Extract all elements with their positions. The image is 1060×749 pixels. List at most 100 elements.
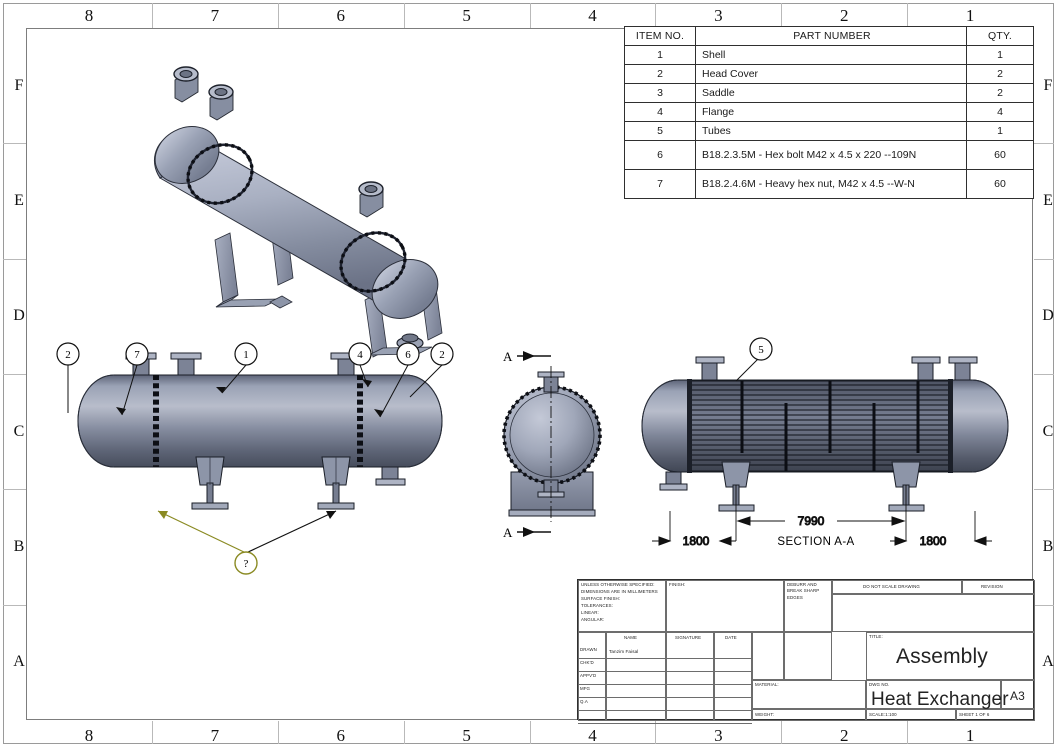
zone-number: 4 [588, 6, 597, 25]
title-block: UNLESS OTHERWISE SPECIFIED: DIMENSIONS A… [577, 579, 1035, 724]
bom-qty: 1 [966, 45, 1034, 65]
zone-letter: D [13, 307, 25, 325]
tb-revision-cell [962, 580, 1035, 594]
tb-dwgno-value: Heat Exchanger [871, 689, 1009, 710]
tb-note-3: SURFACE FINISH: [581, 596, 621, 601]
bom-qty: 2 [966, 64, 1034, 84]
tb-weight-label: WEIGHT: [755, 712, 774, 717]
zone-number: 6 [336, 726, 345, 745]
sec-nozzle-d [659, 471, 688, 491]
tb-sheet-size: A3 [1010, 689, 1025, 703]
bom-item-no: 5 [624, 121, 696, 141]
tb-role-drawn: DRAWN [580, 647, 597, 652]
tb-donotscale-cell [832, 580, 962, 594]
balloon-label: 4 [357, 349, 363, 361]
sec-balloon-5-group: 5 [735, 337, 773, 382]
end-view: A A [502, 349, 602, 540]
sec-saddle-right [888, 461, 925, 512]
tb-dwgno-label: DWG NO. [869, 682, 890, 687]
section-a-a-view: 5 7990 1800 [641, 337, 1009, 549]
fe-nozzle-c [330, 352, 362, 376]
fe-balloon-arrowheads [116, 379, 384, 417]
tb-role-chkd: CHK'D [580, 660, 594, 665]
bom-header-qty: QTY. [966, 26, 1034, 46]
dimension-right: 1800 [920, 534, 947, 548]
tb-drawn-by: Tanzim Faisal [609, 649, 639, 654]
zone-number: 8 [84, 6, 94, 25]
isometric-view [153, 66, 443, 358]
balloon-label: 1 [243, 349, 249, 361]
tb-row-divider [578, 671, 752, 672]
balloon-label: 7 [134, 349, 140, 361]
fe-balloons: 2 7 1 4 6 2 [56, 342, 454, 366]
fe-nozzle-d [375, 466, 406, 486]
tb-title-label: TITLE: [869, 634, 883, 639]
zone-letter: E [1043, 192, 1053, 209]
zone-number: 2 [839, 6, 849, 25]
iso-flange-ring-right [339, 231, 407, 293]
sec-nozzle-c [948, 356, 978, 381]
tb-role-qa: Q.A [580, 699, 588, 704]
bom-header-part: PART NUMBER [695, 26, 967, 46]
tb-dwgno-cell [866, 680, 1001, 709]
tb-name-col [606, 632, 666, 721]
tb-col-date: DATE [725, 635, 737, 640]
tb-row-divider [578, 658, 752, 659]
tb-row-divider [578, 723, 752, 724]
tb-material-label: MATERIAL: [755, 682, 779, 687]
fe-saddle-right [317, 456, 355, 510]
sec-dimensions: 7990 1800 1800 [652, 485, 992, 549]
tb-note-2: DIMENSIONS ARE IN MILLIMETERS [581, 589, 658, 594]
fe-selected-balloon-group[interactable]: ? [157, 510, 337, 575]
tb-row-divider [578, 684, 752, 685]
tb-rev-value-cell [832, 594, 1035, 632]
bom-part-number: B18.2.3.5M - Hex bolt M42 x 4.5 x 220 --… [695, 140, 967, 170]
zone-number: 5 [462, 726, 471, 745]
tb-col-name: NAME [624, 635, 638, 640]
tb-note-6: ANGULAR: [581, 617, 605, 622]
dimension-left: 1800 [683, 534, 710, 548]
zone-number: 1 [965, 726, 975, 745]
zone-number: 5 [462, 6, 471, 25]
tb-finish-cell [666, 580, 784, 632]
front-elevation-view: 2 7 1 4 6 2 ? [56, 342, 454, 575]
tb-title-cell [866, 632, 1035, 680]
tb-sheet-of: SHEET 1 OF 6 [959, 712, 990, 717]
bom-header-item: ITEM NO. [624, 26, 696, 46]
bom-part-number: Flange [695, 102, 967, 122]
balloon-label: 6 [405, 349, 411, 361]
zone-letter: C [1042, 422, 1054, 440]
fe-shell [77, 374, 443, 468]
tb-row-divider [578, 697, 752, 698]
zone-number: 8 [84, 726, 94, 745]
sec-tube-sheets [687, 379, 953, 473]
bom-part-number: Head Cover [695, 64, 967, 84]
iso-nozzle-3 [358, 181, 384, 218]
bom-item-no: 1 [624, 45, 696, 65]
zone-number: 4 [588, 726, 597, 745]
tb-sheetsize-cell [1001, 680, 1035, 709]
balloon-label: 2 [439, 349, 445, 361]
fe-nozzle-b [170, 352, 202, 376]
section-caption: SECTION A-A [777, 536, 854, 548]
balloon-label: 5 [758, 344, 764, 356]
section-letter-bottom: A [503, 525, 513, 540]
tb-revision-label: REVISION [981, 584, 1003, 589]
iso-nozzle-2 [208, 84, 234, 121]
tb-note-5: LINEAR: [581, 610, 599, 615]
tb-scale-cell [866, 709, 956, 721]
tb-donotscale-label: DO NOT SCALE DRAWING [863, 584, 920, 589]
fe-balloon-leaders [67, 364, 443, 418]
selected-balloon-label: ? [244, 558, 249, 570]
section-marker-bottom: A [503, 525, 551, 540]
zone-letter: B [1042, 538, 1054, 555]
tb-date-col [714, 632, 752, 721]
